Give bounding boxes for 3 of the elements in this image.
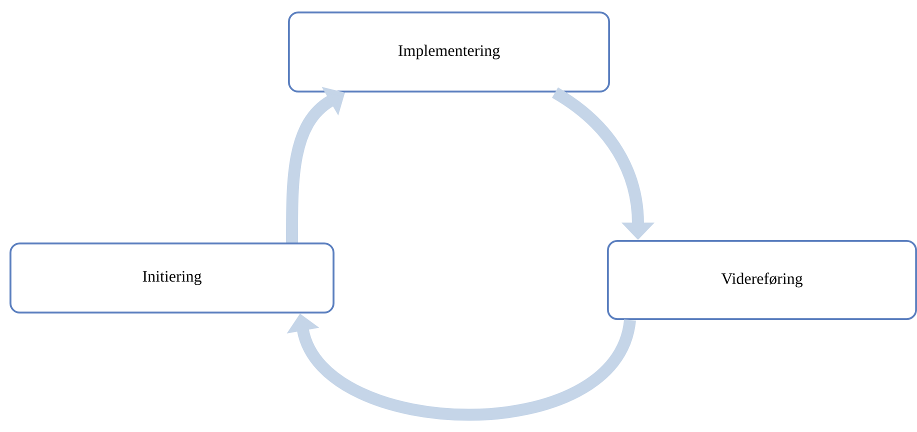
- process-box: Videreføring: [607, 240, 917, 320]
- process-box: Implementering: [288, 11, 610, 93]
- process-box: Initiering: [10, 242, 334, 314]
